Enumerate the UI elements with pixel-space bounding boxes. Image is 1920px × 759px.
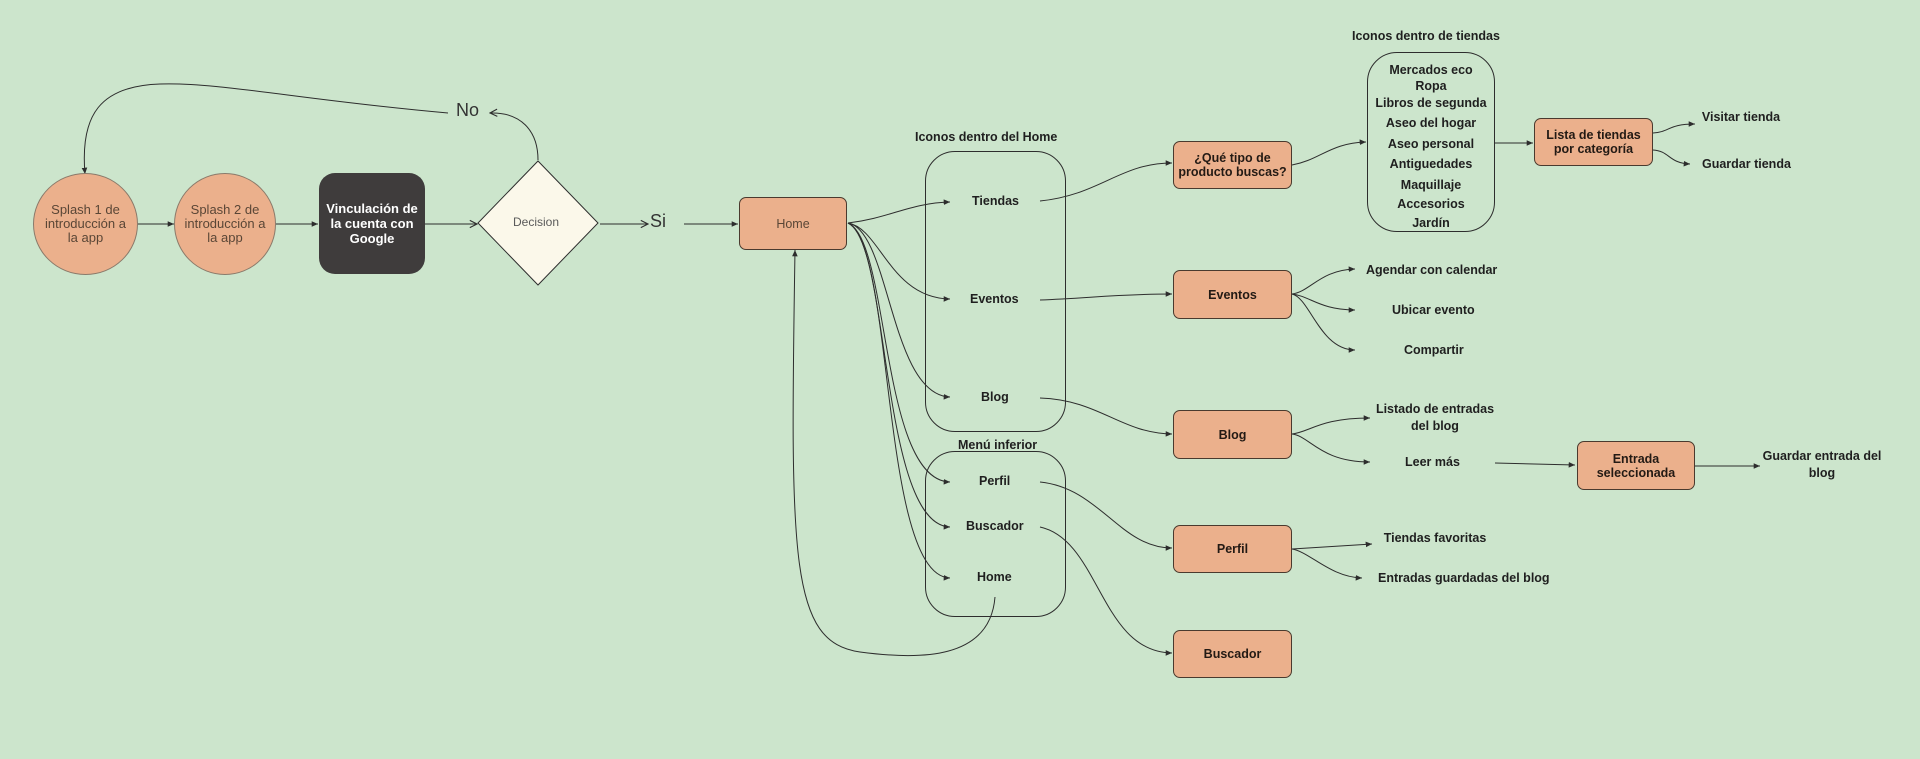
leaf-entradas-guardadas: Entradas guardadas del blog (1378, 571, 1550, 585)
splash-2-label: Splash 2 de introducción a la app (184, 202, 266, 245)
no-label: No (456, 100, 480, 120)
store-item: Libros de segunda (1375, 96, 1487, 110)
leaf-guardar-entrada: Guardar entrada del blog (1762, 449, 1882, 480)
leaf-listado: Listado de entradas del blog (1375, 402, 1495, 433)
menu-item-buscador: Buscador (966, 519, 1024, 533)
eventos-node: Eventos (1173, 270, 1292, 319)
home-icon-eventos: Eventos (970, 292, 1019, 306)
splash-1-node: Splash 1 de introducción a la app (33, 173, 138, 275)
google-link-label: Vinculación de la cuenta con Google (326, 201, 418, 246)
que-tipo-node: ¿Qué tipo de producto buscas? (1173, 141, 1292, 189)
store-item: Ropa (1415, 79, 1447, 93)
store-icons-list: Mercados eco Ropa Libros de segunda Aseo… (1367, 62, 1495, 232)
leaf-compartir: Compartir (1404, 343, 1464, 357)
perfil-node: Perfil (1173, 525, 1292, 573)
store-item: Mercados eco (1389, 63, 1473, 77)
entrada-seleccionada-label: Entrada seleccionada (1596, 451, 1676, 480)
store-item: Aseo del hogar (1385, 116, 1477, 130)
store-item: Maquillaje (1400, 178, 1462, 192)
splash-1-label: Splash 1 de introducción a la app (45, 202, 126, 245)
bottom-menu-container (925, 451, 1066, 617)
home-icon-blog: Blog (981, 390, 1009, 404)
home-label: Home (776, 216, 810, 231)
lista-tiendas-label: Lista de tiendas por categoría (1546, 128, 1641, 156)
leaf-tiendas-favoritas: Tiendas favoritas (1383, 531, 1487, 545)
google-link-node: Vinculación de la cuenta con Google (319, 173, 425, 274)
home-icons-title: Iconos dentro del Home (915, 130, 1058, 144)
que-tipo-label: ¿Qué tipo de producto buscas? (1178, 151, 1287, 179)
home-icon-tiendas: Tiendas (972, 194, 1020, 208)
menu-item-perfil: Perfil (979, 474, 1011, 488)
home-node: Home (739, 197, 847, 250)
edge-eventos-compartir (1291, 293, 1356, 353)
home-icons-container (925, 151, 1066, 432)
edge-quetipo-storeicons (1291, 139, 1367, 166)
edge-lista-visitar (1652, 121, 1696, 134)
leaf-visitar-tienda: Visitar tienda (1701, 110, 1781, 124)
edge-blog-listado (1291, 415, 1371, 435)
edge-eventos-ubicar (1291, 293, 1356, 313)
edge-perfil-entradas (1291, 548, 1363, 581)
eventos-label: Eventos (1208, 287, 1257, 302)
edge-lista-guardar (1652, 149, 1691, 167)
store-item: Aseo personal (1387, 137, 1475, 151)
bottom-menu-title: Menú inferior (958, 438, 1038, 452)
edge-no-splash1 (81, 83, 449, 175)
menu-item-home: Home (977, 570, 1012, 584)
splash-2-node: Splash 2 de introducción a la app (174, 173, 276, 275)
edge-blog-leermas (1291, 433, 1371, 465)
entrada-seleccionada-node: Entrada seleccionada (1577, 441, 1695, 490)
edge-perfil-favoritas (1291, 541, 1373, 550)
store-item: Accesorios (1397, 197, 1465, 211)
leaf-leer-mas: Leer más (1405, 455, 1460, 469)
lista-tiendas-node: Lista de tiendas por categoría (1534, 118, 1653, 166)
buscador-label: Buscador (1203, 647, 1262, 661)
leaf-guardar-tienda: Guardar tienda (1702, 157, 1791, 171)
buscador-node: Buscador (1173, 630, 1292, 678)
edge-leermas-entrada (1494, 462, 1576, 468)
leaf-agendar: Agendar con calendar (1366, 263, 1498, 277)
leaf-ubicar: Ubicar evento (1392, 303, 1475, 317)
decision-label: Decision (513, 215, 560, 229)
blog-label: Blog (1218, 427, 1247, 442)
perfil-label: Perfil (1216, 542, 1249, 556)
edge-eventos-agendar (1291, 266, 1356, 295)
edge-decision-no (490, 113, 539, 161)
store-icons-container (1367, 52, 1495, 232)
store-icons-title: Iconos dentro de tiendas (1352, 29, 1500, 43)
blog-node: Blog (1173, 410, 1292, 459)
si-label: Si (650, 211, 667, 231)
store-item: Jardín (1412, 216, 1450, 230)
store-item: Antiguedades (1389, 157, 1473, 171)
